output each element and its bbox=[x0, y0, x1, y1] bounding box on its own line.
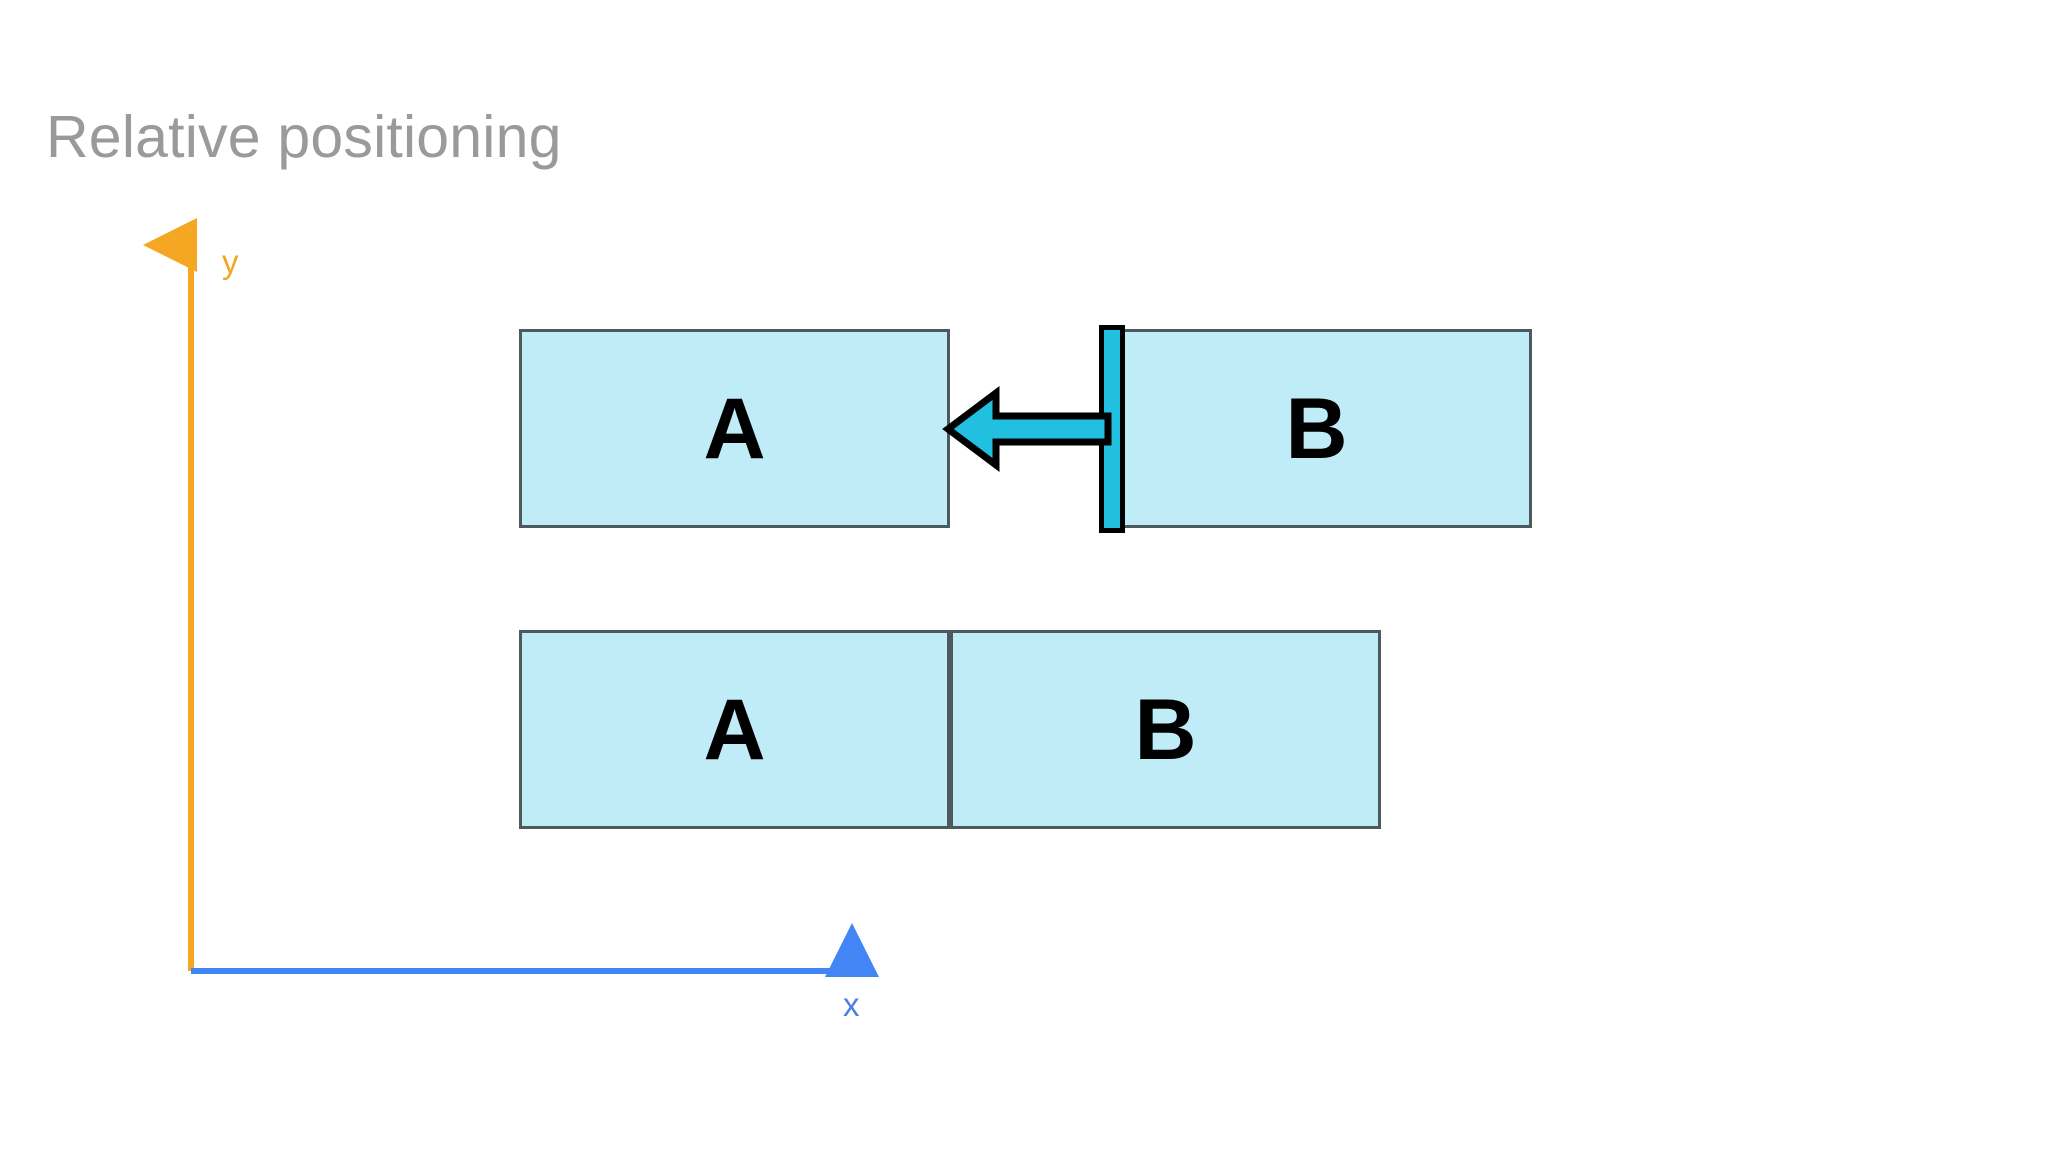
y-axis-label: y bbox=[222, 243, 239, 280]
box-a-adjacent-row[interactable]: A bbox=[519, 630, 950, 829]
offset-arrow-shape bbox=[942, 386, 1112, 472]
box-a-offset-row[interactable]: A bbox=[519, 329, 950, 528]
box-label-a: A bbox=[703, 380, 766, 477]
offset-arrow-icon bbox=[942, 386, 1112, 472]
box-b-adjacent-row[interactable]: B bbox=[950, 630, 1381, 829]
box-label-a: A bbox=[703, 681, 766, 778]
x-axis-label: x bbox=[843, 986, 860, 1023]
box-label-b: B bbox=[1285, 380, 1348, 477]
box-b-offset-row[interactable]: B bbox=[1101, 329, 1532, 528]
box-label-b: B bbox=[1134, 681, 1197, 778]
page-title: Relative positioning bbox=[46, 104, 562, 170]
